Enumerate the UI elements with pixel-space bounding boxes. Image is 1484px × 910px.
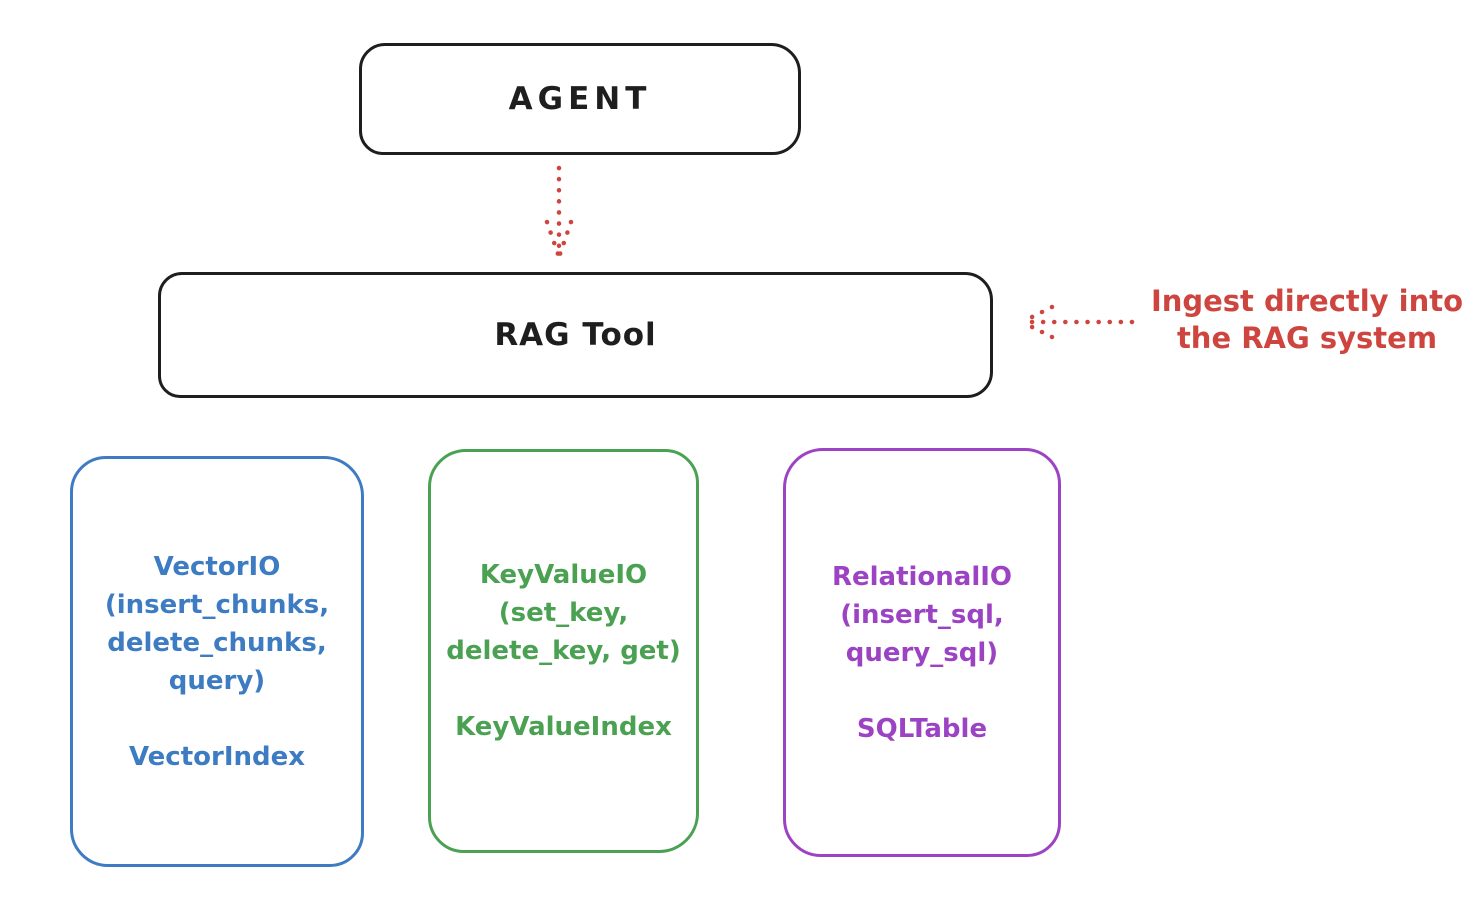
relational-io-method-line: query_sql)	[845, 637, 999, 668]
vector-io-title: VectorIO	[153, 551, 281, 582]
ingest-arrow-icon	[1014, 300, 1138, 344]
agent-node: AGENT	[359, 43, 801, 155]
sql-table-label: SQLTable	[856, 713, 988, 744]
vector-index-label: VectorIndex	[128, 741, 306, 772]
keyvalue-io-title: KeyValueIO	[479, 560, 648, 590]
relational-io-methods: RelationalIO (insert_sql, query_sql)	[832, 558, 1012, 672]
relational-io-title: RelationalIO	[831, 561, 1013, 592]
ingest-annotation-line2: the RAG system	[1176, 321, 1438, 355]
rag-tool-node: RAG Tool	[158, 272, 993, 398]
relational-io-method-line: (insert_sql,	[840, 599, 1004, 630]
vector-io-methods: VectorIO (insert_chunks, delete_chunks, …	[105, 548, 329, 700]
agent-label: AGENT	[508, 81, 652, 117]
vector-io-method-line: delete_chunks,	[107, 627, 327, 658]
keyvalue-io-methods: KeyValueIO (set_key, delete_key, get)	[446, 556, 681, 670]
vector-io-method-line: (insert_chunks,	[104, 589, 330, 620]
agent-to-ragtool-arrow-icon	[541, 164, 577, 264]
keyvalue-io-method-line: delete_key, get)	[446, 636, 681, 666]
rag-tool-label: RAG Tool	[494, 317, 657, 353]
vector-io-method-line: query)	[168, 665, 266, 696]
keyvalue-index-label: KeyValueIndex	[455, 712, 672, 742]
keyvalue-io-card: KeyValueIO (set_key, delete_key, get) Ke…	[428, 449, 699, 853]
ingest-annotation-line1: Ingest directly into	[1150, 284, 1464, 318]
vector-io-card: VectorIO (insert_chunks, delete_chunks, …	[70, 456, 364, 867]
relational-io-card: RelationalIO (insert_sql, query_sql) SQL…	[783, 448, 1061, 857]
ingest-annotation: Ingest directly into the RAG system	[1138, 283, 1476, 357]
keyvalue-io-method-line: (set_key,	[498, 598, 629, 628]
